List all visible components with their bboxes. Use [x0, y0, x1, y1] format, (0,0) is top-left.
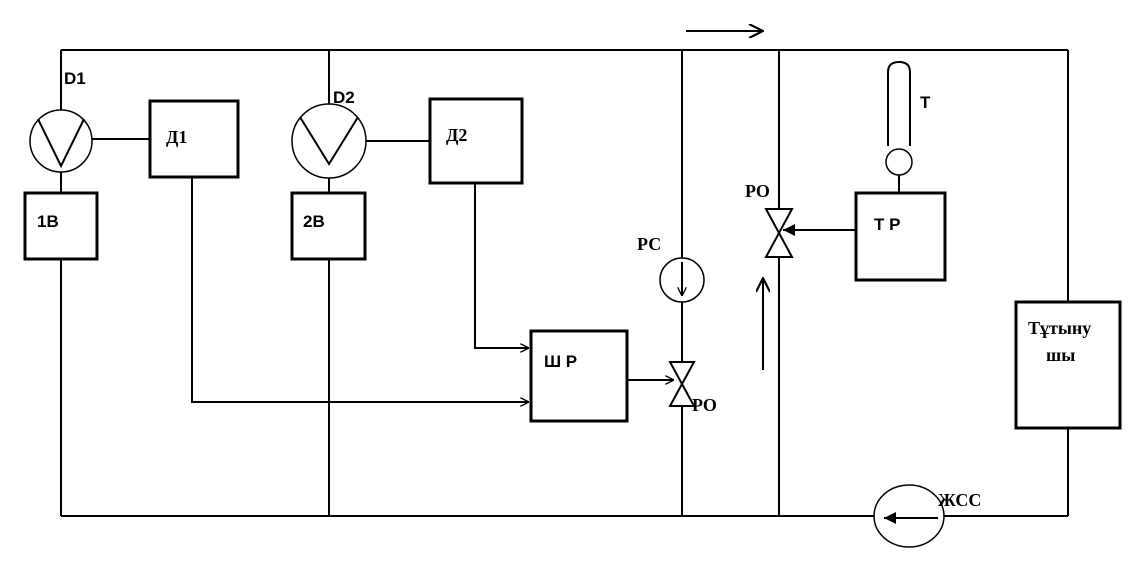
pressure-sensor-label: РС	[637, 234, 661, 254]
block-consumer	[1014, 300, 1122, 430]
block-tr	[854, 191, 947, 282]
block-consumer-label-1: Тұтыну	[1028, 318, 1091, 338]
block-d2	[428, 97, 524, 185]
sensor-d2-label: D2	[333, 88, 355, 107]
valve-ro-left-label: РО	[692, 395, 717, 415]
block-d1-label: Д1	[166, 127, 187, 147]
sensor-d2	[291, 50, 430, 516]
block-d2-label: Д2	[446, 125, 467, 145]
pressure-sensor-rc	[659, 257, 705, 303]
sensor-d1	[29, 109, 150, 193]
valve-ro-right-label: РО	[745, 181, 770, 201]
block-2b-label: 2В	[303, 212, 325, 231]
valve-ro-left	[668, 361, 696, 407]
pump-label: ЖСС	[938, 490, 981, 510]
block-d1	[148, 99, 240, 179]
block-2b	[290, 191, 367, 261]
block-1b	[23, 191, 99, 261]
block-tr-label: Т Р	[874, 215, 900, 234]
block-1b-label: 1В	[37, 212, 59, 231]
signal-d1-to-shr	[191, 177, 529, 402]
main-loop-pipe	[60, 49, 1069, 517]
sensor-d1-label: D1	[64, 69, 86, 88]
thermometer-icon	[885, 60, 913, 193]
block-shr-label: Ш Р	[544, 352, 577, 371]
block-consumer-label-2: шы	[1046, 345, 1075, 365]
block-shr	[529, 329, 629, 423]
thermometer-label: Т	[920, 93, 931, 112]
signal-d2-to-shr	[474, 183, 529, 348]
valve-ro-right	[764, 208, 794, 258]
pump-zhss	[873, 484, 945, 548]
